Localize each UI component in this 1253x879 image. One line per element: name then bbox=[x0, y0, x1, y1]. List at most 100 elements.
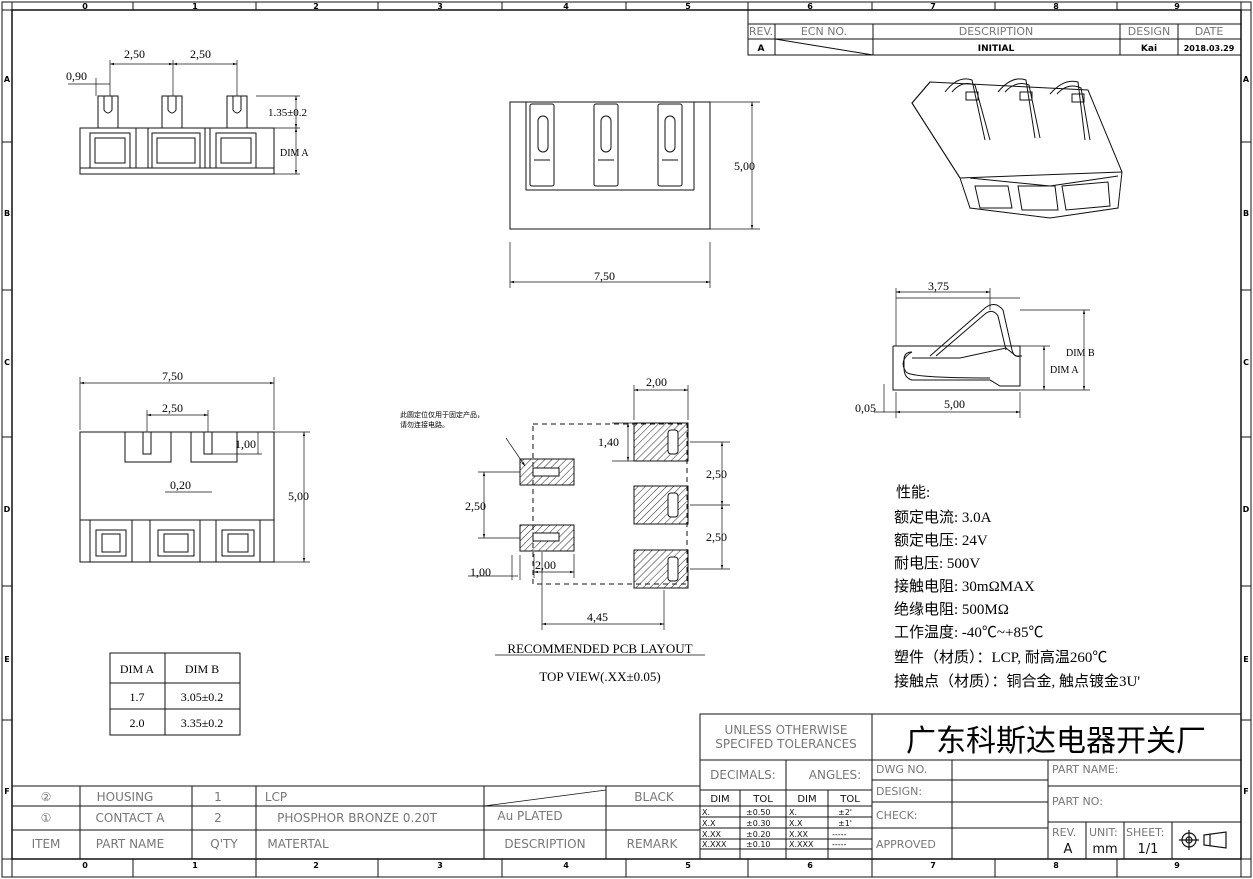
tol-cell: X.X bbox=[702, 819, 716, 828]
bom-remark: BLACK bbox=[634, 790, 675, 804]
design-value: Kai bbox=[1141, 44, 1157, 54]
description-value: INITIAL bbox=[978, 44, 1015, 54]
dim-text: 1,00 bbox=[470, 565, 491, 579]
dim-text: 7,50 bbox=[162, 369, 183, 383]
spec-line: 塑件（材质）：LCP, 耐高温260℃ bbox=[894, 649, 1107, 666]
row-label: F bbox=[4, 787, 9, 796]
tol-cell: X.XXX bbox=[702, 840, 727, 849]
row-label: D bbox=[4, 505, 11, 514]
dim-text: 2,00 bbox=[646, 375, 667, 389]
specs-title: 性能: bbox=[896, 484, 930, 501]
bottom-view bbox=[79, 377, 310, 563]
date-header: DATE bbox=[1195, 25, 1224, 38]
tol-cell: X. bbox=[702, 808, 710, 817]
spec-line: 绝缘电阻: 500MΩ bbox=[894, 601, 1009, 618]
col-label: 5 bbox=[685, 2, 691, 11]
tb-label: PART NAME: bbox=[1052, 763, 1118, 776]
row-labels-right: A B C D E F bbox=[1243, 75, 1250, 796]
tol-cell: ----- bbox=[832, 840, 847, 849]
col-label: 5 bbox=[685, 861, 691, 870]
tol-cell: ±1' bbox=[838, 819, 852, 828]
col-label: 0 bbox=[82, 2, 88, 11]
dim-table-cell: 2.0 bbox=[130, 716, 145, 730]
dim-text: 4,45 bbox=[587, 610, 608, 624]
tol-cell: X.XX bbox=[702, 830, 722, 839]
col-label: 2 bbox=[313, 2, 319, 11]
dim-text: 2,50 bbox=[124, 47, 145, 61]
bom-qty: 1 bbox=[214, 790, 222, 804]
ecn-header: ECN NO. bbox=[801, 25, 847, 38]
col-label: 4 bbox=[563, 861, 569, 870]
tol-angles: ANGLES: bbox=[809, 768, 861, 782]
tol-title: SPECIFED TOLERANCES bbox=[715, 737, 857, 751]
design-header: DESIGN bbox=[1128, 25, 1170, 38]
col-label: 9 bbox=[1174, 2, 1180, 11]
tol-cell: X.X bbox=[789, 819, 803, 828]
col-label: 7 bbox=[930, 861, 936, 870]
description-header: DESCRIPTION bbox=[959, 25, 1033, 38]
pcb-layout bbox=[468, 385, 730, 656]
column-labels-top: 0 1 2 3 4 5 6 7 8 9 bbox=[82, 2, 1180, 11]
row-label: E bbox=[4, 655, 9, 664]
dim-text: 2,50 bbox=[190, 47, 211, 61]
tol-cell: ±0.30 bbox=[746, 819, 771, 828]
col-label: 3 bbox=[437, 2, 443, 11]
projection-symbol-icon bbox=[1179, 830, 1227, 850]
bom-item: ② bbox=[41, 790, 52, 804]
pcb-subtitle: TOP VIEW(.XX±0.05) bbox=[539, 669, 660, 684]
dim-text: 7,50 bbox=[594, 269, 615, 283]
dim-text: 3,75 bbox=[928, 279, 949, 293]
dim-text: 1,40 bbox=[598, 435, 619, 449]
col-label: 7 bbox=[930, 2, 936, 11]
col-label: 1 bbox=[192, 861, 198, 870]
bom-header: MATERTAL bbox=[267, 837, 329, 851]
tolerance-block bbox=[699, 713, 873, 860]
tb-unit-value: mm bbox=[1092, 842, 1117, 857]
tb-label: UNIT: bbox=[1089, 826, 1118, 839]
pcb-note: 此圆定位仅用于固定产品， bbox=[400, 410, 484, 419]
column-ticks bbox=[11, 2, 1242, 877]
revision-block: REV. ECN NO. DESCRIPTION DESIGN DATE A I… bbox=[747, 9, 1242, 56]
bom-material: PHOSPHOR BRONZE 0.20T bbox=[277, 811, 438, 825]
row-label: E bbox=[1243, 655, 1248, 664]
bom-item: ① bbox=[41, 811, 52, 825]
spec-line: 额定电压: 24V bbox=[894, 532, 988, 549]
bom-table bbox=[12, 785, 700, 859]
tb-label: DWG NO. bbox=[876, 763, 927, 776]
company-name: 广东科斯达电器开关厂 bbox=[906, 724, 1206, 759]
tol-cell: X.XXX bbox=[789, 840, 814, 849]
row-label: A bbox=[4, 75, 11, 84]
row-label: C bbox=[4, 358, 10, 367]
spec-line: 工作温度: -40℃~+85℃ bbox=[894, 624, 1044, 641]
tol-cell: ±0.20 bbox=[746, 830, 771, 839]
row-ticks bbox=[2, 9, 1251, 860]
dim-text: 2,50 bbox=[706, 530, 727, 544]
dim-table bbox=[109, 652, 241, 736]
rev-header: REV. bbox=[749, 25, 773, 38]
bom-material: LCP bbox=[265, 790, 287, 804]
bom-header: PART NAME bbox=[96, 837, 164, 851]
pcb-note: 请勿连接电路。 bbox=[400, 420, 449, 429]
bom-header: REMARK bbox=[627, 837, 679, 851]
dim-text: DIM A bbox=[1050, 365, 1079, 376]
row-label: B bbox=[4, 209, 10, 218]
tol-col-header: TOL bbox=[752, 794, 773, 805]
col-label: 8 bbox=[1053, 861, 1059, 870]
tb-sheet-value: 1/1 bbox=[1138, 842, 1159, 857]
tol-cell: ----- bbox=[832, 830, 847, 839]
col-label: 0 bbox=[82, 861, 88, 870]
row-label: F bbox=[1243, 787, 1248, 796]
spec-line: 额定电流: 3.0A bbox=[894, 509, 992, 526]
dim-text: 0,90 bbox=[66, 69, 87, 83]
bom-qty: 2 bbox=[214, 811, 222, 825]
dim-table-cell: 3.05±0.2 bbox=[181, 690, 224, 704]
bom-name: HOUSING bbox=[97, 790, 154, 804]
dim-table-header: DIM A bbox=[120, 662, 155, 676]
tb-label: REV. bbox=[1052, 826, 1076, 839]
spec-line: 接触电阻: 30mΩMAX bbox=[894, 578, 1035, 595]
date-value: 2018.03.29 bbox=[1184, 44, 1235, 53]
row-label: B bbox=[1243, 209, 1249, 218]
tol-col-header: DIM bbox=[710, 794, 729, 805]
dim-text: 1,00 bbox=[235, 437, 256, 451]
